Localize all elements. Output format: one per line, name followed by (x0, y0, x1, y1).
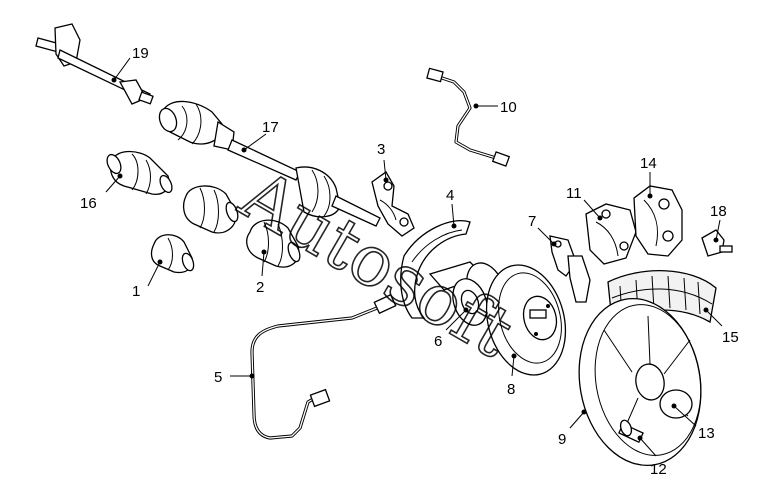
callout-label-13: 13 (698, 425, 715, 442)
callout-label-16: 16 (80, 195, 97, 212)
callout-9: 9 (558, 409, 587, 448)
callout-7: 7 (528, 213, 557, 247)
callout-label-2: 2 (256, 279, 264, 296)
caliper-carrier[interactable] (585, 203, 637, 265)
callout-8: 8 (507, 353, 517, 398)
callout-17: 17 (241, 119, 279, 153)
callout-label-18: 18 (710, 203, 727, 220)
cv-boot-outer[interactable] (104, 150, 174, 195)
drive-shaft-cv-joint[interactable] (156, 100, 381, 227)
callout-label-15: 15 (722, 329, 739, 346)
brake-caliper[interactable] (633, 185, 683, 257)
callout-6: 6 (434, 307, 469, 350)
brake-splash-shield[interactable] (400, 220, 471, 319)
callout-label-3: 3 (377, 141, 385, 158)
callout-label-12: 12 (650, 461, 667, 478)
callout-label-1: 1 (132, 283, 140, 300)
callout-label-5: 5 (214, 369, 222, 386)
callout-label-19: 19 (132, 45, 149, 62)
callout-14: 14 (640, 155, 657, 199)
wheel-rim[interactable] (566, 289, 713, 475)
callout-label-6: 6 (434, 333, 442, 350)
cv-boot-bellows[interactable] (182, 185, 241, 234)
brake-disc[interactable] (475, 256, 577, 384)
callout-2: 2 (256, 249, 267, 296)
cv-boot-inner[interactable] (246, 219, 302, 268)
callout-5: 5 (214, 369, 255, 386)
callout-18: 18 (710, 203, 727, 243)
abs-sensor-cable[interactable] (250, 293, 397, 440)
callout-label-4: 4 (446, 187, 454, 204)
callout-label-9: 9 (558, 431, 566, 448)
brake-pads-inner[interactable] (549, 235, 591, 303)
steering-knuckle[interactable] (371, 171, 415, 237)
brake-hose[interactable] (426, 67, 511, 167)
callout-16: 16 (80, 173, 123, 212)
sensor-clip[interactable] (701, 229, 733, 257)
callout-label-17: 17 (262, 119, 279, 136)
callout-label-11: 11 (566, 185, 582, 202)
callout-13: 13 (671, 403, 715, 442)
callout-10: 10 (473, 99, 517, 116)
callout-1: 1 (132, 259, 163, 300)
callout-12: 12 (637, 435, 667, 478)
callout-4: 4 (446, 187, 457, 229)
callout-label-10: 10 (500, 99, 517, 116)
callout-label-14: 14 (640, 155, 657, 172)
callout-19: 19 (111, 45, 149, 83)
callout-label-7: 7 (528, 213, 536, 230)
callout-label-8: 8 (507, 381, 515, 398)
drive-shaft-inner[interactable] (35, 23, 154, 105)
callout-15: 15 (703, 307, 739, 346)
callout-11: 11 (566, 185, 603, 221)
callout-3: 3 (377, 141, 389, 183)
